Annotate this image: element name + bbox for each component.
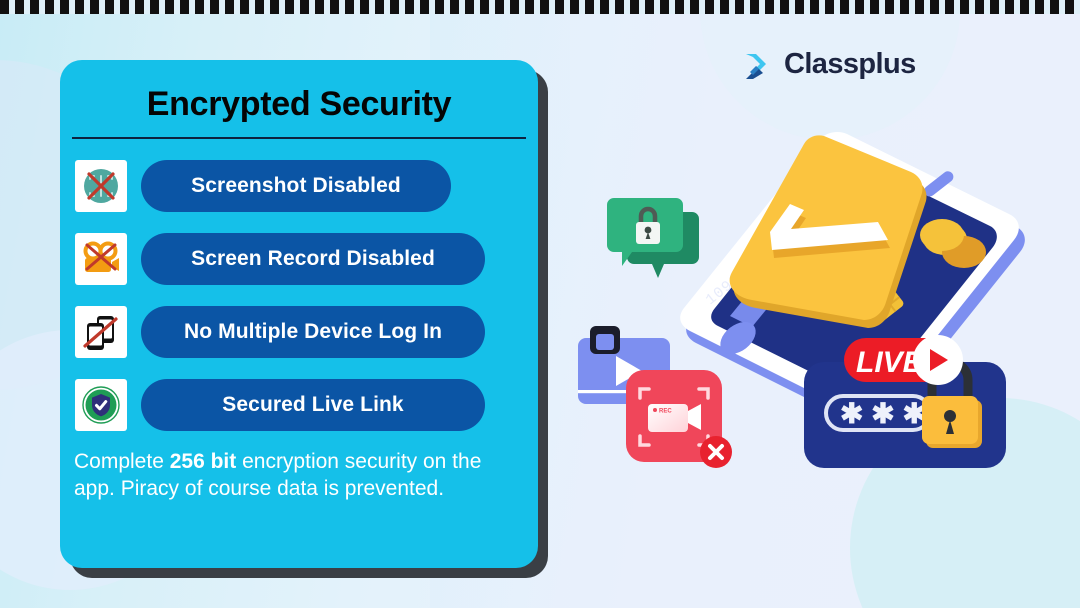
live-play-badge: LIVE [844, 335, 963, 385]
feature-list: Screenshot Disabled [60, 157, 538, 433]
card-description: Complete 256 bit encryption security on … [74, 449, 494, 503]
brand-name: Classplus [784, 48, 916, 80]
password-lock-card: ✱ ✱ ✱ [804, 357, 1006, 468]
screenshot-disabled-icon [75, 159, 127, 212]
screen-record-blocked-icon: REC [626, 370, 732, 468]
list-item[interactable]: Screen Record Disabled [75, 230, 538, 287]
list-item[interactable]: No Multiple Device Log In [75, 303, 538, 360]
shield-check-icon [729, 135, 927, 328]
password-mask-text: ✱ ✱ ✱ [840, 398, 926, 429]
chat-bubble-lock-icon [607, 198, 699, 278]
feature-pill-screenshot[interactable]: Screenshot Disabled [141, 159, 451, 212]
feature-pill-multi-device[interactable]: No Multiple Device Log In [141, 305, 485, 358]
brand-logo[interactable]: Classplus [742, 48, 916, 81]
feature-card: Encrypted Security [60, 60, 538, 568]
security-illustration: 1098 7654 3210 [560, 130, 1060, 510]
description-prefix: Complete [74, 450, 170, 474]
feature-label: Screenshot Disabled [191, 173, 401, 197]
classplus-chevron-icon [746, 53, 766, 79]
live-badge-text: LIVE [856, 346, 924, 379]
no-multiple-device-icon [75, 305, 127, 358]
feature-pill-live-link[interactable]: Secured Live Link [141, 378, 485, 431]
feature-label: No Multiple Device Log In [183, 319, 443, 343]
feature-label: Screen Record Disabled [191, 246, 435, 270]
description-suffix: encryption security on the app. Piracy o… [74, 450, 482, 501]
screen-record-disabled-icon [75, 232, 127, 285]
svg-text:REC: REC [659, 409, 672, 415]
feature-label: Secured Live Link [222, 392, 404, 416]
description-highlight: 256 bit [169, 450, 237, 474]
page-title: Encrypted Security [146, 85, 452, 123]
film-perforation-strip [0, 0, 1080, 14]
list-item[interactable]: Screenshot Disabled [75, 157, 538, 214]
secured-live-link-icon [75, 378, 127, 431]
feature-pill-screen-record[interactable]: Screen Record Disabled [141, 232, 485, 285]
title-divider [72, 137, 526, 140]
list-item[interactable]: Secured Live Link [75, 376, 538, 433]
